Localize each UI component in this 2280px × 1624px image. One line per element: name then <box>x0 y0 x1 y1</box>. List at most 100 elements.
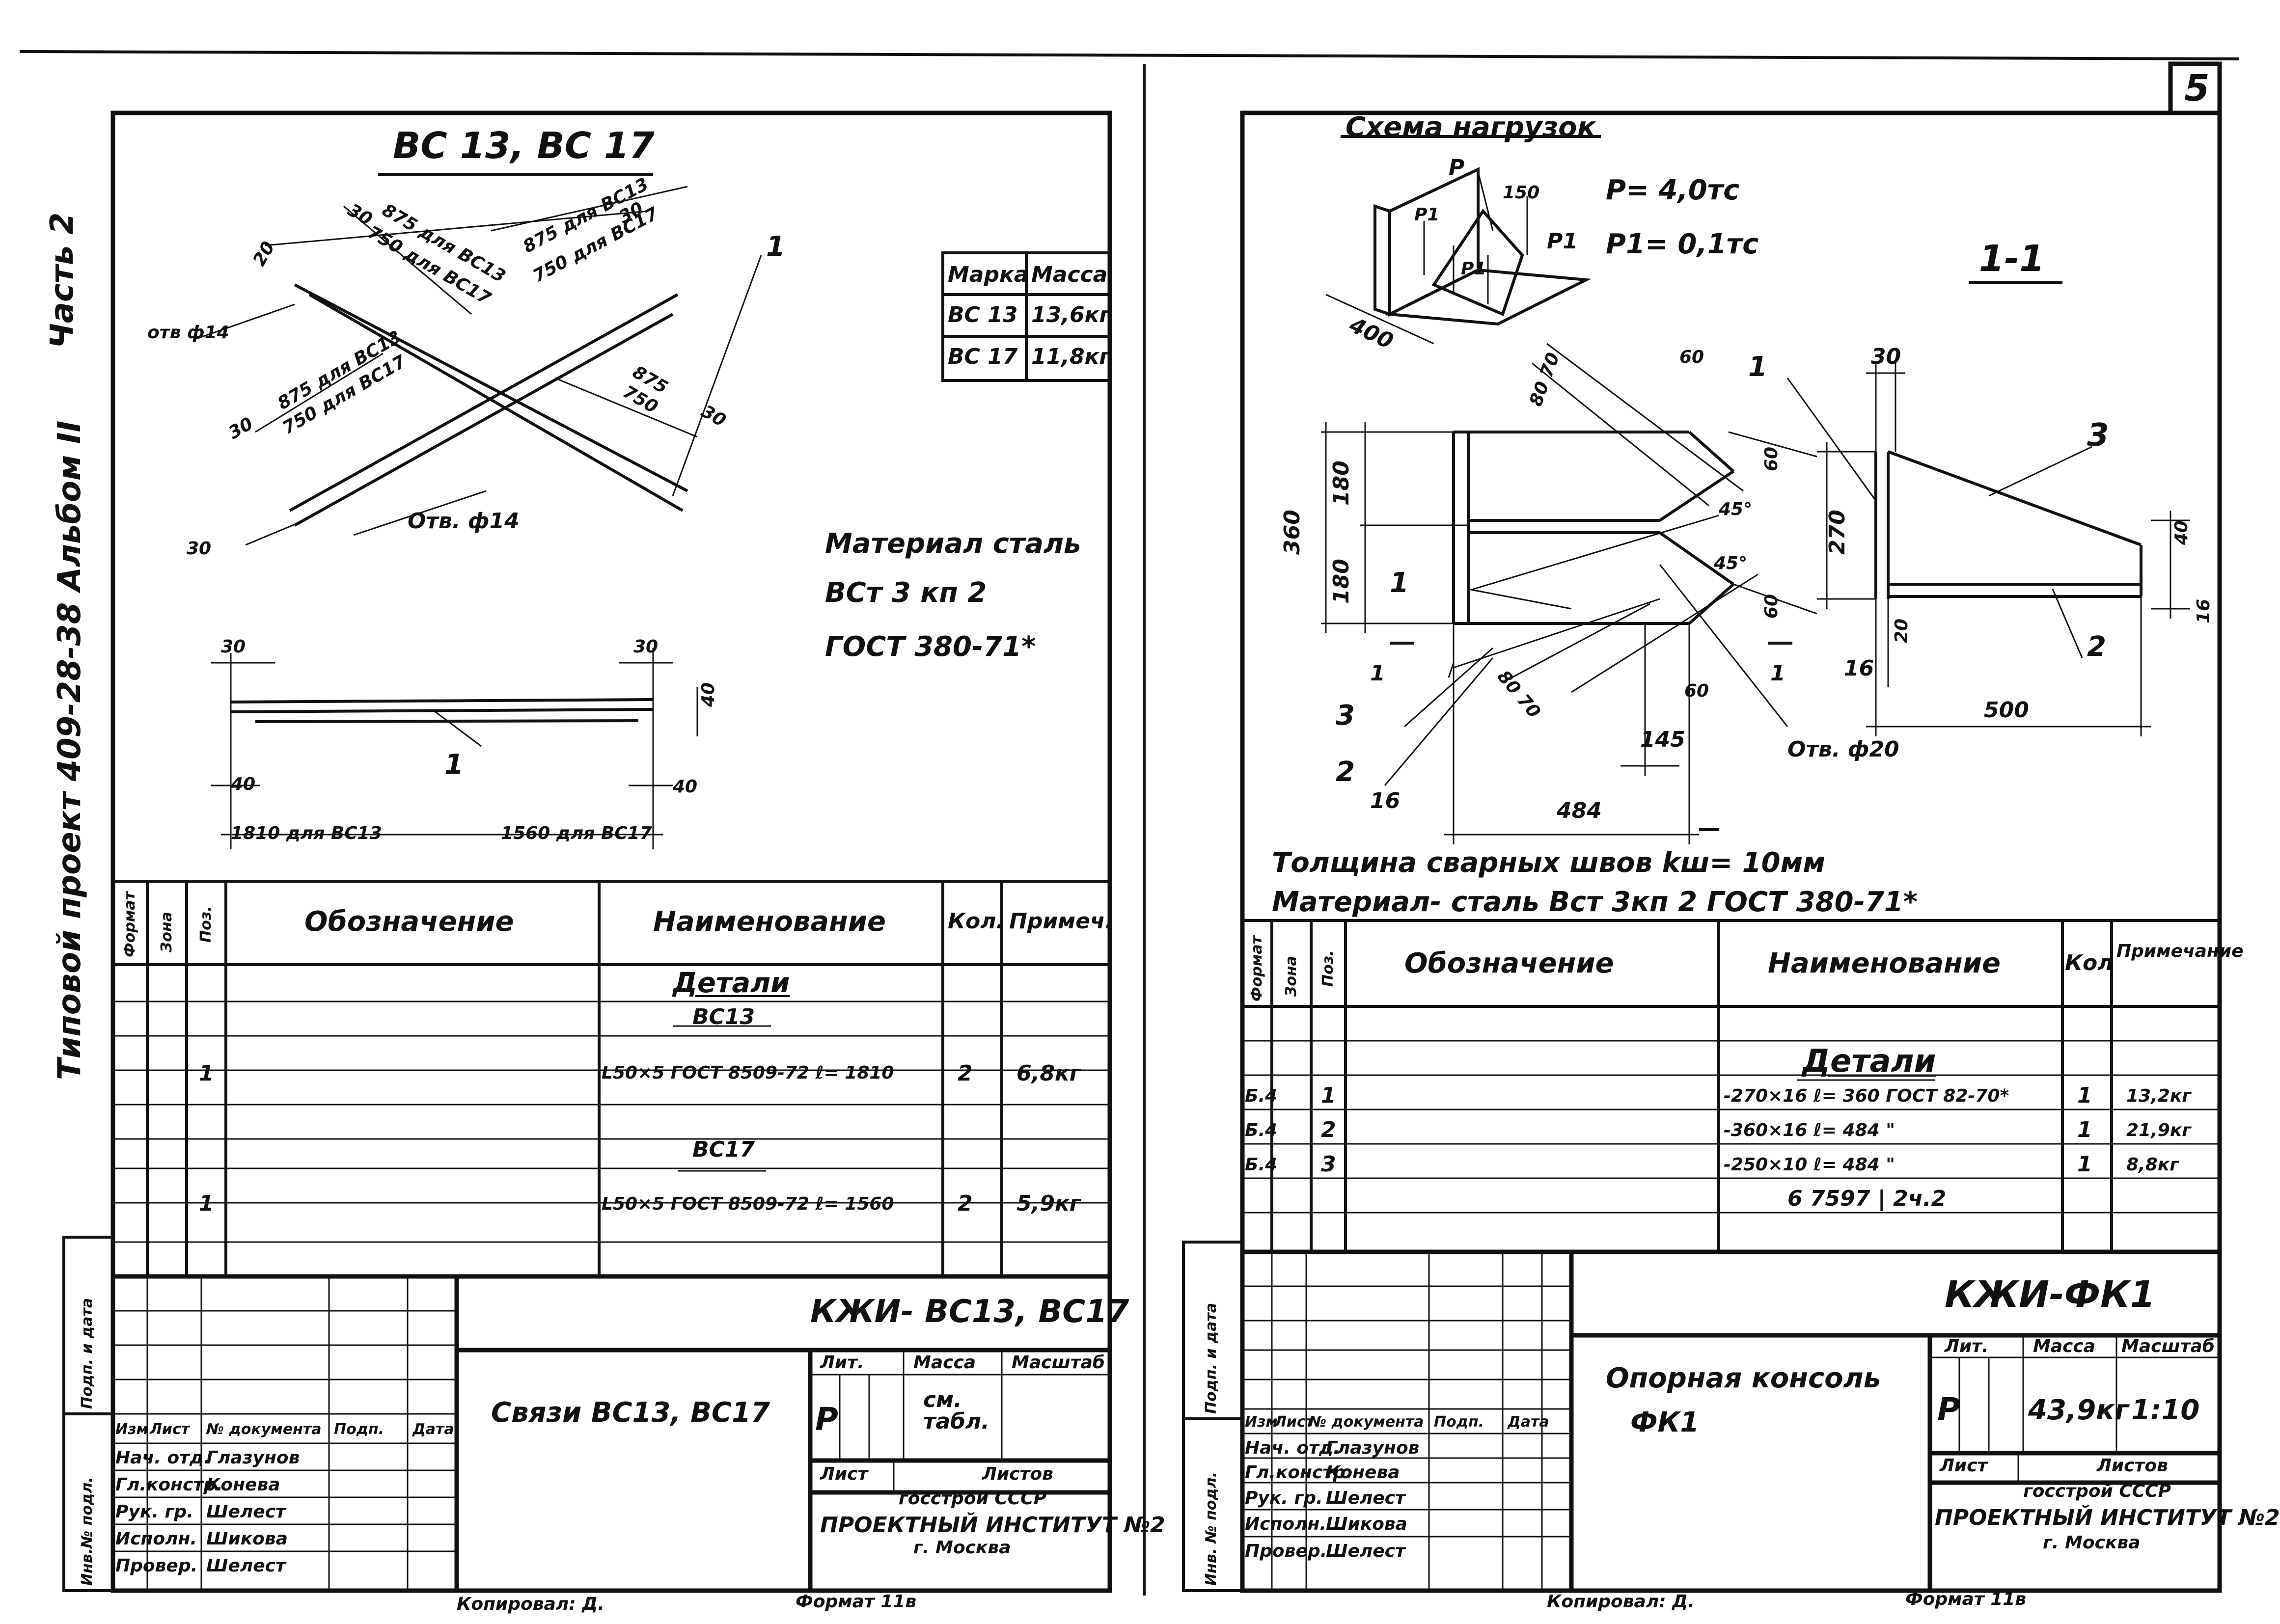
material-line-1: Материал сталь <box>825 528 1081 560</box>
dim-label: 145 <box>1640 727 1685 752</box>
mass-table-header-mass: Масса <box>1031 262 1108 287</box>
stamp-scale-header: Масштаб <box>2121 1336 2215 1356</box>
position-label: 1 <box>1390 567 1409 599</box>
load-label: P <box>1449 155 1465 180</box>
stamp-title: Связи ВС13, ВС17 <box>491 1397 770 1429</box>
spec-header-designation: Обозначение <box>1404 947 1614 979</box>
load-label: P1 <box>1414 205 1440 225</box>
stamp-col: № документа <box>206 1421 322 1438</box>
dim-label: 360 <box>1280 510 1305 555</box>
stamp-role: Провер. <box>115 1556 198 1576</box>
stamp-person: Конева <box>206 1475 280 1495</box>
stamp-role: Рук. гр. <box>1245 1488 1323 1508</box>
dim-label: 270 <box>1825 510 1850 555</box>
stamp-sheet-header: Лист <box>1940 1456 1988 1476</box>
spec-header-qty: Кол <box>2065 950 2114 975</box>
load-label: P1 <box>1461 259 1486 279</box>
stamp-col: Изм <box>115 1421 149 1438</box>
dim-label: 60 <box>1684 681 1709 701</box>
position-label: 3 <box>2087 417 2109 454</box>
loads-title: Схема нагрузок <box>1346 111 1596 143</box>
stamp-code: КЖИ-ФК1 <box>1945 1273 2156 1316</box>
dim-label: 30 <box>221 637 246 657</box>
material-note: Материал- сталь Вст 3кп 2 ГОСТ 380-71* <box>1272 886 1918 918</box>
stamp-mass: см. табл. <box>923 1387 989 1434</box>
spec-cell: 3 <box>1321 1152 1336 1177</box>
project-label: Типовой проект 409-28-38 Альбом II <box>52 420 88 1080</box>
stamp-person: Шикова <box>206 1529 288 1549</box>
mass-table-cell: ВС 17 <box>948 344 1018 369</box>
sign-label-right: Подп. и дата <box>1203 1302 1220 1414</box>
hole-label: Отв. ф14 <box>408 509 520 534</box>
section-title: 1-1 <box>1979 238 2045 280</box>
load-value: P= 4,0тс <box>1606 174 1740 206</box>
stamp-scale: 1:10 <box>2131 1394 2200 1426</box>
stamp-org: г. Москва <box>2043 1533 2141 1553</box>
dim-label: 16 <box>2194 598 2214 623</box>
stamp-person: Конева <box>1326 1462 1400 1483</box>
stamp-sheets-header: Листов <box>2097 1456 2168 1476</box>
dim-label: 500 <box>1984 698 2029 723</box>
dim-label: 180 <box>1329 460 1354 506</box>
weld-note: Толщина сварных швов kш= 10мм <box>1272 847 1826 879</box>
format-label: Формат 11в <box>1905 1589 2027 1609</box>
stamp-org: ПРОЕКТНЫЙ ИНСТИТУТ №2 <box>820 1513 1165 1538</box>
section-mark: 1 <box>1770 661 1786 686</box>
stamp-person: Шикова <box>1326 1514 1407 1534</box>
dim-label: 45° <box>1714 553 1748 573</box>
spec-cell: -270×16 ℓ= 360 ГОСТ 82-70* <box>1724 1086 2009 1106</box>
length-label: 1810 для ВС13 <box>231 823 382 843</box>
copied-label: Копировал: Д. <box>457 1594 604 1614</box>
load-value: P1= 0,1тс <box>1606 228 1759 260</box>
stamp-person: Шелест <box>206 1502 286 1522</box>
dim-label: 60 <box>1761 594 1782 619</box>
stamp-col: Лист <box>1274 1413 1315 1431</box>
position-label: 1 <box>444 749 464 781</box>
spec-header-format: Формат <box>121 892 138 957</box>
stamp-col: Подп. <box>1434 1413 1484 1431</box>
stamp-person: Шелест <box>1326 1541 1405 1561</box>
mass-table-cell: 13,6кг <box>1031 302 1111 327</box>
stamp-lit-header: Лит. <box>1945 1336 1989 1356</box>
stamp-role: Исполн. <box>1245 1514 1326 1534</box>
dim-label: 30 <box>633 637 659 657</box>
hole-label: отв ф14 <box>147 323 229 343</box>
spec-cell: L50×5 ГОСТ 8509-72 ℓ= 1810 <box>602 1063 894 1083</box>
stamp-col: Дата <box>1508 1413 1549 1431</box>
stamp-title: Опорная консоль <box>1606 1362 1881 1394</box>
spec-cell: -250×10 ℓ= 484 " <box>1724 1155 1895 1175</box>
dim-label: 40 <box>2171 520 2192 545</box>
position-label: 3 <box>1336 700 1355 731</box>
stamp-role: Нач. отд. <box>115 1448 211 1468</box>
dim-label: 60 <box>1761 446 1782 471</box>
spec-reference: 6 7597 | 2ч.2 <box>1787 1186 1947 1211</box>
dim-label: 40 <box>231 774 256 794</box>
dim-label: 180 <box>1329 559 1354 604</box>
spec-cell: 5,9кг <box>1016 1191 1081 1216</box>
position-label: 2 <box>2087 631 2106 663</box>
dim-label: 40 <box>673 777 698 797</box>
spec-subtitle: ВС13 <box>692 1004 755 1029</box>
stamp-lit-header: Лит. <box>820 1353 864 1373</box>
spec-cell: 1 <box>2077 1117 2092 1142</box>
stamp-org: ПРОЕКТНЫЙ ИНСТИТУТ №2 <box>1935 1505 2280 1530</box>
mass-table-cell: 11,8кг <box>1031 344 1111 369</box>
spec-header-note: Примечание <box>2116 941 2244 961</box>
inv-label-left: Инв.№ подл. <box>79 1477 96 1586</box>
spec-cell: 21,9кг <box>2126 1120 2192 1140</box>
spec-section-title: Детали <box>673 967 790 999</box>
stamp-org: госстрой СССР <box>2023 1481 2171 1501</box>
stamp-sheets-header: Листов <box>982 1464 1053 1484</box>
material-line-3: ГОСТ 380-71* <box>825 631 1036 663</box>
stamp-role: Гл.констр. <box>115 1475 223 1495</box>
copied-label: Копировал: Д. <box>1547 1592 1695 1612</box>
spec-cell: Б.4 <box>1245 1120 1278 1140</box>
stamp-person: Глазунов <box>206 1448 300 1468</box>
spec-header-format: Формат <box>1248 936 1265 1001</box>
dim-label: 484 <box>1557 798 1602 823</box>
spec-header-zone: Зона <box>1283 956 1300 997</box>
spec-cell: 13,2кг <box>2126 1086 2192 1106</box>
hole-label: Отв. ф20 <box>1787 737 1899 762</box>
